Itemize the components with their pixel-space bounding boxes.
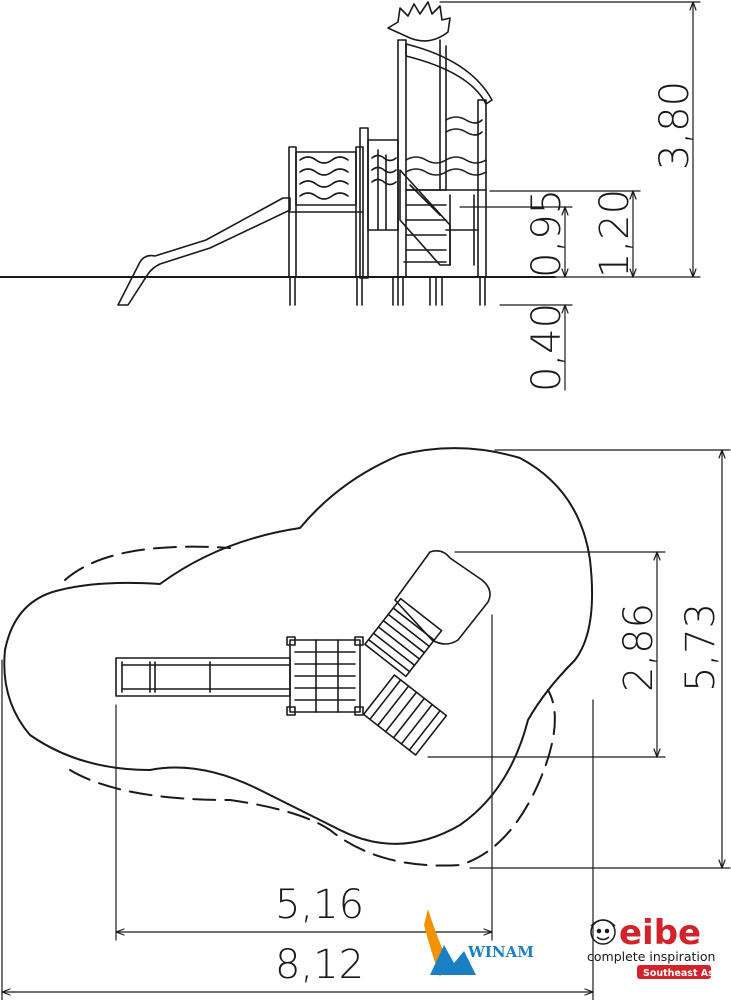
stairs-side bbox=[399, 169, 451, 266]
eibe-region: Southeast Asia bbox=[643, 968, 723, 979]
dim-label-plan-width-structure: 5,16 bbox=[275, 882, 364, 928]
winam-mountain-icon bbox=[430, 945, 476, 975]
eibe-tagline: complete inspiration bbox=[587, 949, 715, 964]
dim-foundation-depth bbox=[499, 304, 573, 391]
dim-label-plan-depth-structure: 2,86 bbox=[616, 603, 662, 692]
eibe-logo: eibe complete inspiration Southeast Asia bbox=[585, 910, 725, 985]
dim-plan-width-safety bbox=[1, 659, 594, 1000]
low-platform-panel bbox=[288, 146, 364, 306]
slide-plan bbox=[115, 657, 291, 697]
dim-label-height-platform-low: 0,95 bbox=[524, 189, 570, 278]
slide-side bbox=[117, 197, 291, 306]
eibe-region-badge bbox=[637, 965, 711, 979]
dim-label-height-platform-high: 1,20 bbox=[592, 189, 638, 278]
side-elevation-view bbox=[0, 1, 701, 391]
dim-label-plan-width-safety: 8,12 bbox=[275, 942, 364, 988]
dim-height-total bbox=[439, 1, 701, 278]
impact-area-dashed bbox=[64, 545, 556, 867]
dim-label-foundation-depth: 0,40 bbox=[524, 303, 570, 392]
stairs-plan bbox=[362, 674, 448, 756]
eibe-face-icon bbox=[590, 919, 616, 945]
crown-top bbox=[387, 1, 451, 42]
middle-panel bbox=[359, 127, 399, 279]
dim-height-platform-high bbox=[489, 190, 641, 278]
winam-wordmark: WINAM bbox=[467, 943, 534, 961]
eibe-wordmark: eibe bbox=[619, 913, 701, 953]
plan-view bbox=[1, 447, 731, 1000]
safety-area-outline bbox=[3, 447, 594, 845]
tower-side bbox=[387, 1, 493, 306]
platform-plan bbox=[286, 636, 364, 716]
tower-plan bbox=[394, 550, 491, 645]
dim-label-height-total: 3,80 bbox=[652, 81, 698, 170]
dim-height-platform-low bbox=[459, 206, 573, 278]
winam-logo: WINAM bbox=[420, 905, 560, 985]
upper-bridge-plan bbox=[364, 597, 443, 678]
dim-plan-depth-structure bbox=[427, 551, 666, 758]
dim-label-plan-depth-safety: 5,73 bbox=[678, 603, 724, 692]
dim-plan-depth-safety bbox=[469, 449, 731, 869]
